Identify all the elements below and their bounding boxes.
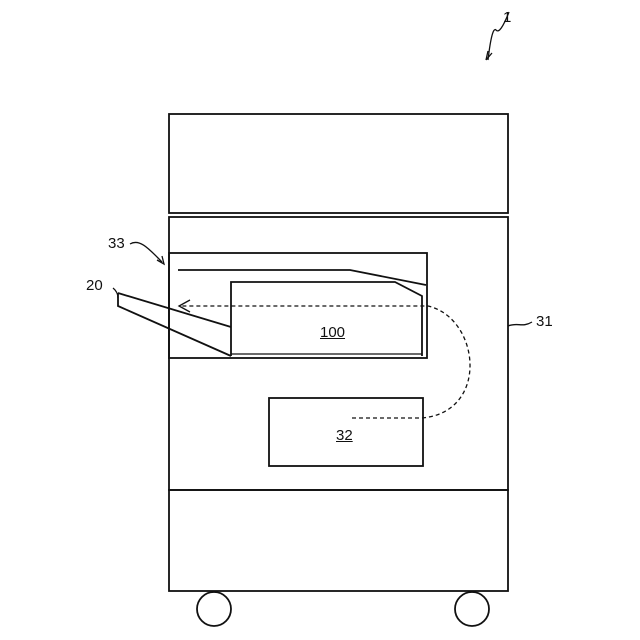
- leader-output-space: [130, 242, 162, 262]
- label-output-space: 33: [108, 236, 125, 251]
- lower-cabinet: [169, 490, 508, 591]
- label-device: 1: [503, 10, 511, 25]
- label-tray: 20: [86, 278, 103, 293]
- scanner-unit: [169, 114, 508, 213]
- label-sheet-stack: 100: [320, 325, 345, 340]
- ejection-tray: [118, 293, 231, 356]
- sheet-stack: [231, 282, 422, 356]
- label-inner-unit: 32: [336, 428, 353, 443]
- right-wheel: [455, 592, 489, 626]
- label-housing: 31: [536, 314, 553, 329]
- leader-housing: [508, 322, 532, 326]
- left-wheel: [197, 592, 231, 626]
